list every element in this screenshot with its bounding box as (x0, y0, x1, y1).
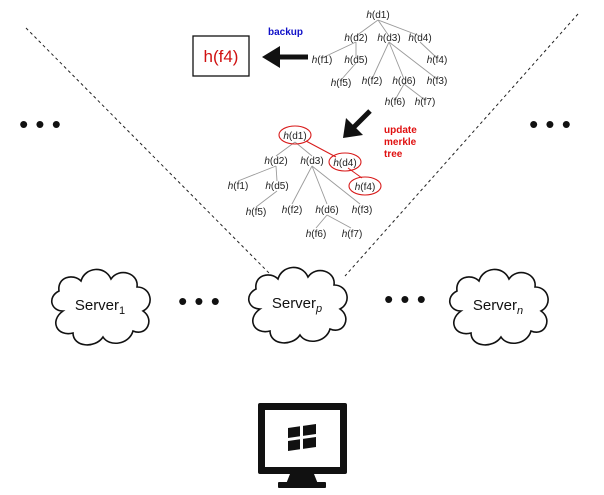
top-node-d1: h(d1) (366, 10, 389, 21)
server-n-name: Server (473, 297, 517, 314)
top-node-f6: h(f6) (385, 97, 406, 108)
backup-label: backup (268, 27, 303, 38)
update-label-line3: tree (384, 149, 403, 160)
top-node-d6: h(d6) (392, 76, 415, 87)
bottom-node-d3: h(d3) (300, 156, 323, 167)
bottom-merkle-tree: h(d1) h(d2) h(d3) h(d4) h(f1) h(d5) h(f2… (228, 125, 382, 240)
computer-monitor-icon (258, 403, 347, 488)
server-p-sub: p (315, 303, 322, 315)
bottom-node-f7: h(f7) (342, 229, 363, 240)
top-node-f5: h(f5) (331, 78, 352, 89)
bottom-node-d6: h(d6) (315, 205, 338, 216)
top-node-f4: h(f4) (427, 55, 448, 66)
bottom-node-f2: h(f2) (282, 205, 303, 216)
top-node-d2: h(d2) (344, 33, 367, 44)
server-p-name: Server (272, 295, 316, 312)
top-node-f7: h(f7) (415, 97, 436, 108)
top-node-d5: h(d5) (344, 55, 367, 66)
ellipsis-between-p-n: • • • (384, 284, 426, 314)
bottom-node-f4: h(f4) (355, 182, 376, 193)
server-n-label: Servern (473, 297, 523, 317)
bottom-node-d5: h(d5) (265, 181, 288, 192)
dashed-line-left (25, 27, 271, 275)
windows-logo-icon (288, 424, 316, 451)
ellipsis-right: • • • (529, 109, 571, 139)
update-label-line1: update (384, 125, 417, 136)
dashed-line-right (344, 13, 579, 277)
backup-hash-box: h(f4) (192, 35, 250, 77)
bottom-node-d4: h(d4) (333, 158, 356, 169)
down-left-arrow-icon (343, 109, 372, 138)
update-label-line2: merkle (384, 137, 417, 148)
top-node-d3: h(d3) (377, 33, 400, 44)
ellipsis-between-1-p: • • • (178, 286, 220, 316)
server-p-label: Serverp (272, 295, 322, 315)
top-merkle-tree: h(d1) h(d2) h(d3) h(d4) h(f1) h(d5) h(f2… (312, 10, 448, 108)
top-node-f1: h(f1) (312, 55, 333, 66)
highlight-ring-d1 (278, 125, 312, 145)
top-tree-edges (321, 19, 438, 101)
highlight-ring-d4 (328, 152, 362, 172)
left-arrow-icon (262, 46, 308, 68)
bottom-node-f6: h(f6) (306, 229, 327, 240)
bottom-node-f1: h(f1) (228, 181, 249, 192)
server-n-sub: n (517, 305, 523, 317)
ellipsis-left: • • • (19, 109, 61, 139)
server-1-name: Server (75, 297, 119, 314)
top-node-d4: h(d4) (408, 33, 431, 44)
bottom-node-d2: h(d2) (264, 156, 287, 167)
server-1-sub: 1 (119, 305, 125, 317)
bottom-node-f3: h(f3) (352, 205, 373, 216)
bottom-node-f5: h(f5) (246, 207, 267, 218)
top-node-f3: h(f3) (427, 76, 448, 87)
cloud-icon (248, 266, 348, 344)
cloud-icon (51, 268, 151, 346)
cloud-icon (449, 268, 549, 346)
bottom-node-d1: h(d1) (283, 131, 306, 142)
highlight-ring-f4 (348, 176, 382, 196)
top-node-f2: h(f2) (362, 76, 383, 87)
bottom-tree-edges (237, 140, 363, 229)
server-1-label: Server1 (75, 297, 125, 317)
backup-hash-label: h(f4) (204, 47, 239, 66)
